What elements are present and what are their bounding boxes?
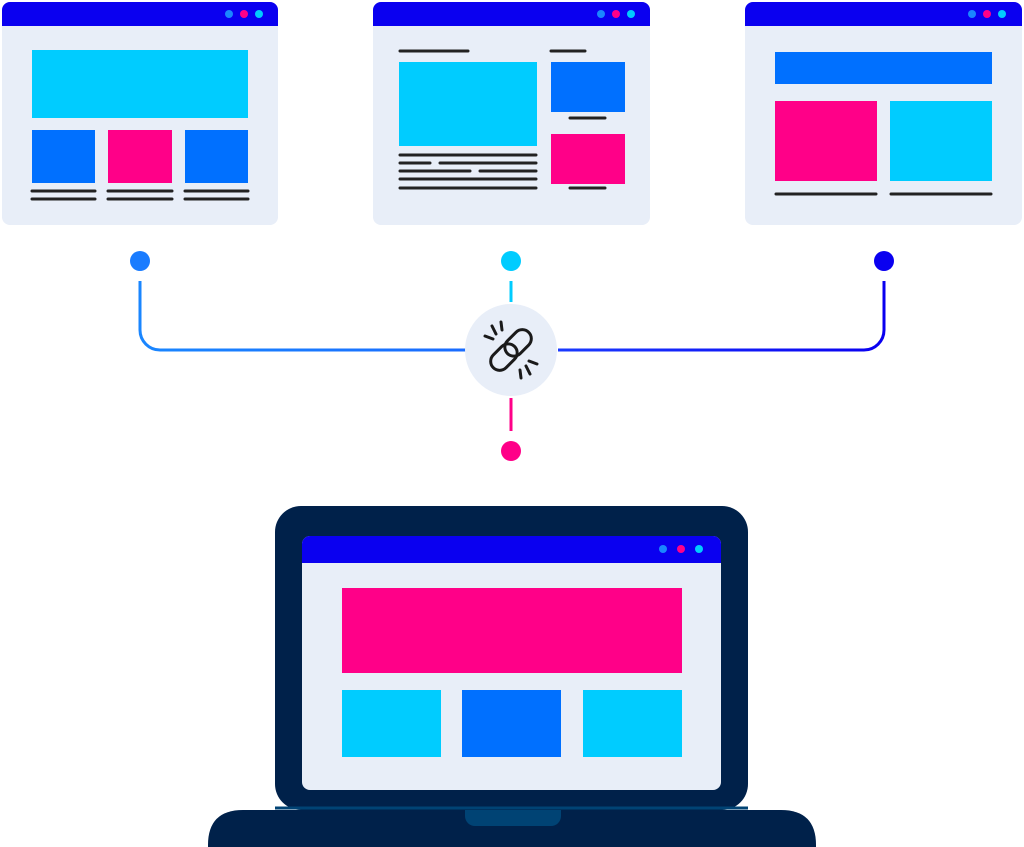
hero-block xyxy=(342,588,682,673)
card-block xyxy=(775,101,877,181)
hero-block xyxy=(32,50,248,118)
window-controls xyxy=(597,10,635,18)
node-dot-bottom xyxy=(501,441,521,461)
connector-right xyxy=(558,281,886,352)
node-dot-right xyxy=(874,251,894,271)
laptop xyxy=(208,506,816,847)
hero-block xyxy=(399,62,537,146)
banner-block xyxy=(775,52,992,84)
window-controls xyxy=(968,10,1006,18)
window-header xyxy=(745,2,1022,26)
connector-lines xyxy=(138,281,886,431)
card-block xyxy=(32,130,95,183)
node-dot-center xyxy=(501,251,521,271)
connector-left xyxy=(138,281,466,352)
card-block xyxy=(462,690,561,757)
side-block xyxy=(551,134,625,184)
side-block xyxy=(551,62,625,112)
card-block xyxy=(890,101,992,181)
link-hub xyxy=(465,304,557,396)
browser-window-2 xyxy=(373,2,650,225)
text-lines xyxy=(30,189,250,201)
browser-window-3 xyxy=(745,2,1022,225)
node-dot-left xyxy=(130,251,150,271)
card-block xyxy=(583,690,682,757)
window-header xyxy=(302,536,721,563)
laptop-base xyxy=(208,810,816,847)
break-sparks-icon xyxy=(483,320,539,380)
card-block xyxy=(342,690,441,757)
window-header xyxy=(373,2,650,26)
window-controls xyxy=(659,545,703,553)
laptop-notch xyxy=(465,810,561,826)
window-controls xyxy=(225,10,263,18)
link-icon xyxy=(489,328,533,372)
window-header xyxy=(2,2,278,26)
card-block xyxy=(108,130,172,183)
text-lines xyxy=(398,49,607,190)
browser-window-1 xyxy=(2,2,278,225)
card-block xyxy=(185,130,248,183)
